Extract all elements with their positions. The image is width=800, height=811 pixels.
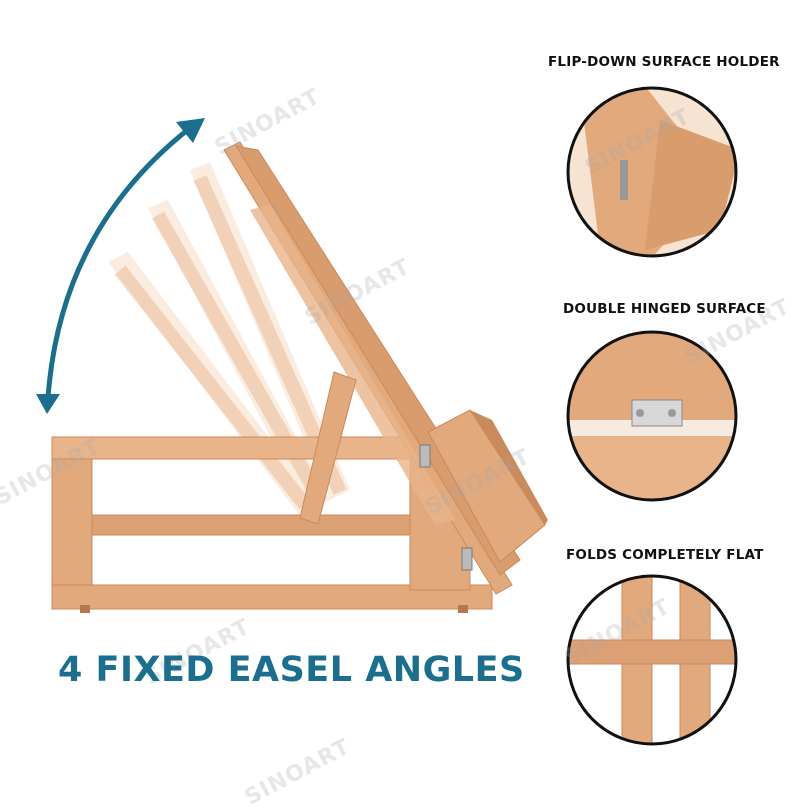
detail-circle-folds-flat	[566, 574, 738, 746]
double-headed-curved-arrow-icon	[36, 118, 205, 414]
feature-label-flip-down: FLIP-DOWN SURFACE HOLDER	[548, 54, 780, 70]
support-strut	[299, 371, 357, 525]
detail-circle-flip-down	[566, 86, 738, 258]
easel-base	[51, 436, 493, 613]
feature-label-double-hinged: DOUBLE HINGED SURFACE	[563, 301, 766, 317]
feature-label-folds-flat: FOLDS COMPLETELY FLAT	[566, 547, 764, 563]
hinge-icon	[419, 444, 473, 571]
surface-holder-ledge	[427, 409, 548, 563]
detail-circle-double-hinged	[566, 330, 738, 502]
headline: 4 FIXED EASEL ANGLES	[58, 650, 525, 690]
